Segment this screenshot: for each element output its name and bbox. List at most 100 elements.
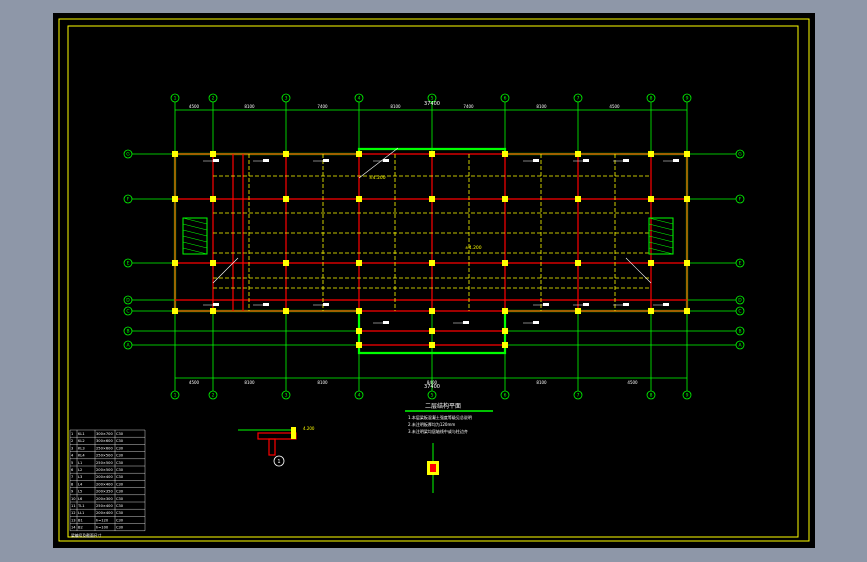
beam-tag [623,303,629,306]
plan-notes: 1.本层梁板混凝土强度等级见总说明 2.未注明板厚均为120mm 3.未注明梁均… [408,414,472,434]
legend-cell: 6 [71,468,74,472]
axis-label-right: C [738,309,741,315]
axis-label-top: 9 [686,96,689,102]
axis-bubble-right [735,149,745,159]
beam-tag [583,303,589,306]
axis-bubble-bottom [170,390,180,400]
column [575,151,581,157]
axis-bubble-bottom [682,390,692,400]
column [210,196,216,202]
axis-bubble-bottom [573,390,583,400]
column [283,151,289,157]
detail-column [291,427,296,439]
column [356,328,362,334]
column [648,196,654,202]
legend-cell: C30 [116,432,124,436]
column [648,151,654,157]
legend-cell: 11 [71,504,76,508]
legend-cell: 200×400 [96,475,113,479]
axis-label-left: F [127,197,130,203]
axis-label-top: 8 [650,96,653,102]
legend-cell: L1 [78,461,82,465]
legend-cell: C30 [116,504,124,508]
axis-bubble-top [208,93,218,103]
axis-bubble-left [123,326,133,336]
legend-cell: L5 [78,490,82,494]
legend-cell: L3 [78,475,82,479]
legend-cell: 250×500 [96,454,113,458]
beam-tag [623,159,629,162]
bay-dimension-top: 8100 [536,104,547,109]
column [575,260,581,266]
axis-bubble-right [735,258,745,268]
column [502,342,508,348]
legend-cell: C30 [116,497,124,501]
axis-bubble-top [646,93,656,103]
legend-cell: C30 [116,475,124,479]
diagonal-line [625,257,652,284]
legend-cell: 14 [71,526,76,530]
column [684,151,690,157]
axis-bubble-left [123,258,133,268]
axis-bubble-top [573,93,583,103]
column [648,308,654,314]
legend-cell: C30 [116,439,124,443]
note-line-3: 3.未注明梁均居轴线中或与柱边齐 [408,428,468,434]
legend-cell: C30 [116,526,124,530]
axis-label-left: G [126,152,130,158]
column [429,328,435,334]
column [356,260,362,266]
axis-bubble-bottom [281,390,291,400]
column [502,308,508,314]
note-line-1: 1.本层梁板混凝土强度等级见总说明 [408,414,472,420]
legend-cell: C30 [116,468,124,472]
beam-tag [663,303,669,306]
legend-cell: KL1 [78,432,85,436]
bay-dimension-top: 7400 [463,104,474,109]
legend-cell: 200×300 [96,497,113,501]
diagonal-line [212,257,239,284]
axis-bubble-bottom [500,390,510,400]
axis-bubble-top [354,93,364,103]
column-detail [427,443,439,493]
note-line-2: 2.未注明板厚均为120mm [408,421,455,427]
axis-label-top: 7 [577,96,580,102]
legend-cell: KL4 [78,454,85,458]
bay-dimension-top: 8100 [390,104,401,109]
bay-dimension-bottom: 8100 [244,380,255,385]
legend-cell: TL1 [77,504,84,508]
axis-label-right: E [739,261,742,267]
legend-cell: h=100 [96,526,109,530]
legend-cell: 200×400 [96,482,113,486]
detail-column-outline [268,438,276,456]
bay-dimension-bottom: 4500 [189,380,200,385]
drawing-frame-inner [67,25,799,538]
detail-elevation: 4.200 [303,426,315,431]
legend-cell: 9 [71,490,74,494]
axis-bubble-bottom [208,390,218,400]
section-detail-1: 4.200 1 [238,426,315,467]
elevation-label-side: ±4.200 [369,175,386,181]
diagonal-line [358,147,399,179]
bay-dimension-top: 7400 [317,104,328,109]
axis-label-bottom: 2 [212,393,215,399]
legend-cell: 250×400 [96,504,113,508]
legend-cell: 250×500 [96,461,113,465]
axis-label-top: 1 [174,96,177,102]
legend-cell: LL1 [78,511,84,515]
axis-label-top: 4 [358,96,361,102]
legend-cell: 200×400 [96,511,113,515]
column [429,151,435,157]
stair-hatch [648,247,674,255]
axis-bubble-right [735,326,745,336]
beam-tag [383,159,389,162]
legend-cell: KL2 [78,439,85,443]
legend-cell: L2 [78,468,82,472]
beam-tag [673,159,679,162]
column [356,342,362,348]
column [172,196,178,202]
column [684,308,690,314]
axis-bubble-left [123,306,133,316]
